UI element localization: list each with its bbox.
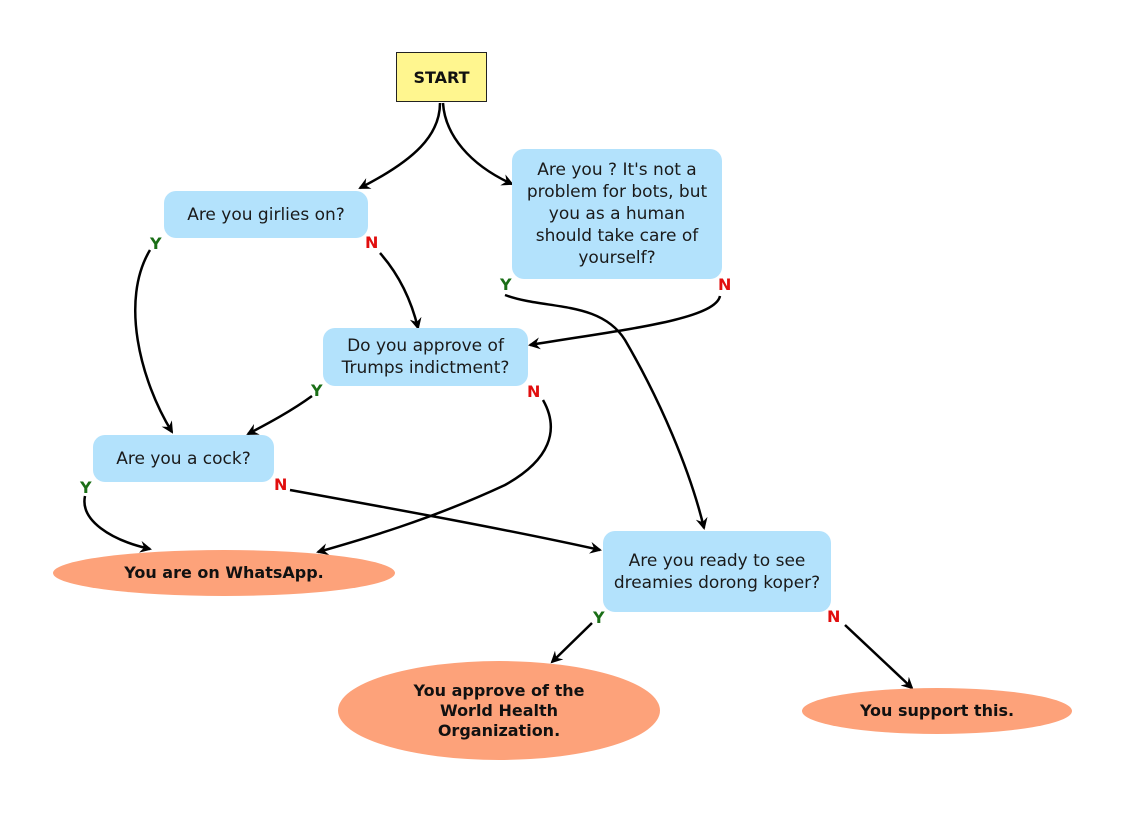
question-cock: Are you a cock? [93,435,274,482]
label-trump-yes: Y [311,381,323,400]
question-girlies-text: Are you girlies on? [187,204,345,225]
edge-girlies-yes-cock [134,249,174,434]
edge-bots-yes-dreamies [504,293,708,530]
question-cock-text: Are you a cock? [116,448,251,469]
outcome-support-text: You support this. [859,701,1015,720]
question-bots-text: Are you ? It's not a problem for bots, b… [526,160,708,268]
label-dreamies-no: N [827,607,841,626]
outcome-who-text: You approve of the World Health Organiza… [413,680,585,740]
outcome-who: You approve of the World Health Organiza… [338,661,660,760]
outcome-whatsapp: You are on WhatsApp. [53,550,395,596]
label-bots-yes: Y [500,275,512,294]
label-girlies-no: N [365,233,379,252]
outcome-whatsapp-text: You are on WhatsApp. [124,563,324,582]
question-dreamies-text: Are you ready to see dreamies dorong kop… [613,550,821,593]
question-trump-text: Do you approve of Trumps indictment? [341,336,510,378]
label-trump-no: N [527,382,541,401]
edge-dreamies-no-support [844,624,914,690]
edge-trump-yes-cock [246,394,313,436]
start-label: START [413,67,470,87]
edge-cock-no-dreamies [289,488,602,554]
edge-start-girlies [358,102,442,190]
edge-trump-no-whatsapp [316,399,552,556]
label-girlies-yes: Y [150,234,162,253]
edge-start-bots [441,102,514,186]
label-cock-no: N [274,475,288,494]
question-bots: Are you ? It's not a problem for bots, b… [512,149,722,279]
question-girlies: Are you girlies on? [164,191,368,238]
label-bots-no: N [718,275,732,294]
start-node: START [396,52,487,102]
outcome-support: You support this. [802,688,1072,734]
edge-dreamies-yes-who [550,622,593,664]
edge-cock-yes-whatsapp [83,495,152,553]
question-trump: Do you approve of Trumps indictment? [323,328,528,386]
label-cock-yes: Y [80,478,92,497]
edge-girlies-no-trump [379,252,422,330]
label-dreamies-yes: Y [593,608,605,627]
edge-bots-no-trump [528,295,722,350]
question-dreamies: Are you ready to see dreamies dorong kop… [603,531,831,612]
